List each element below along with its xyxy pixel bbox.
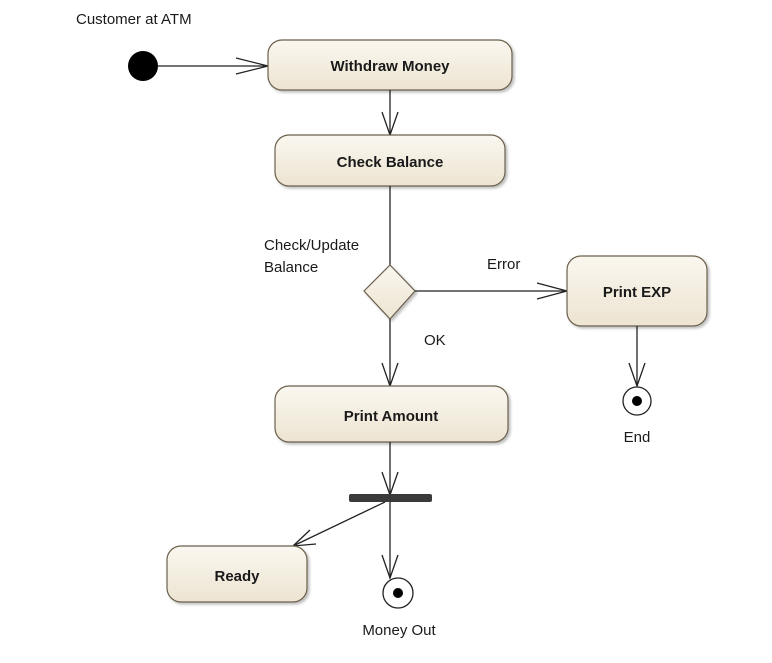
flow-fork-to-money-out: [381, 502, 399, 580]
flow-initial-to-withdraw: [158, 57, 269, 75]
flow-print-amount-to-fork: [381, 442, 399, 497]
activity-print-amount-label: Print Amount: [344, 408, 438, 425]
activity-print-exp: Print EXP: [566, 255, 708, 327]
activity-ready-label: Ready: [214, 568, 260, 585]
final-node-money-out-label: Money Out: [362, 622, 436, 639]
flow-print-exp-to-end: [628, 326, 646, 388]
guard-ok-label: OK: [424, 332, 446, 349]
initial-node-label: Customer at ATM: [76, 11, 192, 28]
decision-label-line2: Balance: [264, 259, 318, 276]
initial-node: [128, 51, 158, 81]
activity-check-balance-label: Check Balance: [337, 154, 444, 171]
activity-ready: Ready: [166, 545, 308, 603]
flow-decision-to-print-amount: [381, 319, 399, 388]
final-node-money-out: [382, 577, 414, 609]
final-node-end: [622, 386, 652, 416]
flow-fork-to-ready: [291, 501, 386, 547]
final-node-end-label: End: [624, 429, 651, 446]
flow-decision-to-print-exp: [415, 282, 570, 300]
decision-label-line1: Check/Update: [264, 237, 359, 254]
activity-withdraw-money: Withdraw Money: [267, 39, 513, 91]
activity-check-balance: Check Balance: [274, 134, 506, 187]
activity-print-amount: Print Amount: [274, 385, 509, 443]
fork-bar: [349, 494, 432, 502]
flow-withdraw-to-check-balance: [381, 90, 399, 137]
guard-error-label: Error: [487, 256, 520, 273]
activity-print-exp-label: Print EXP: [603, 284, 671, 301]
decision-node: [363, 264, 416, 320]
activity-withdraw-money-label: Withdraw Money: [330, 58, 450, 75]
